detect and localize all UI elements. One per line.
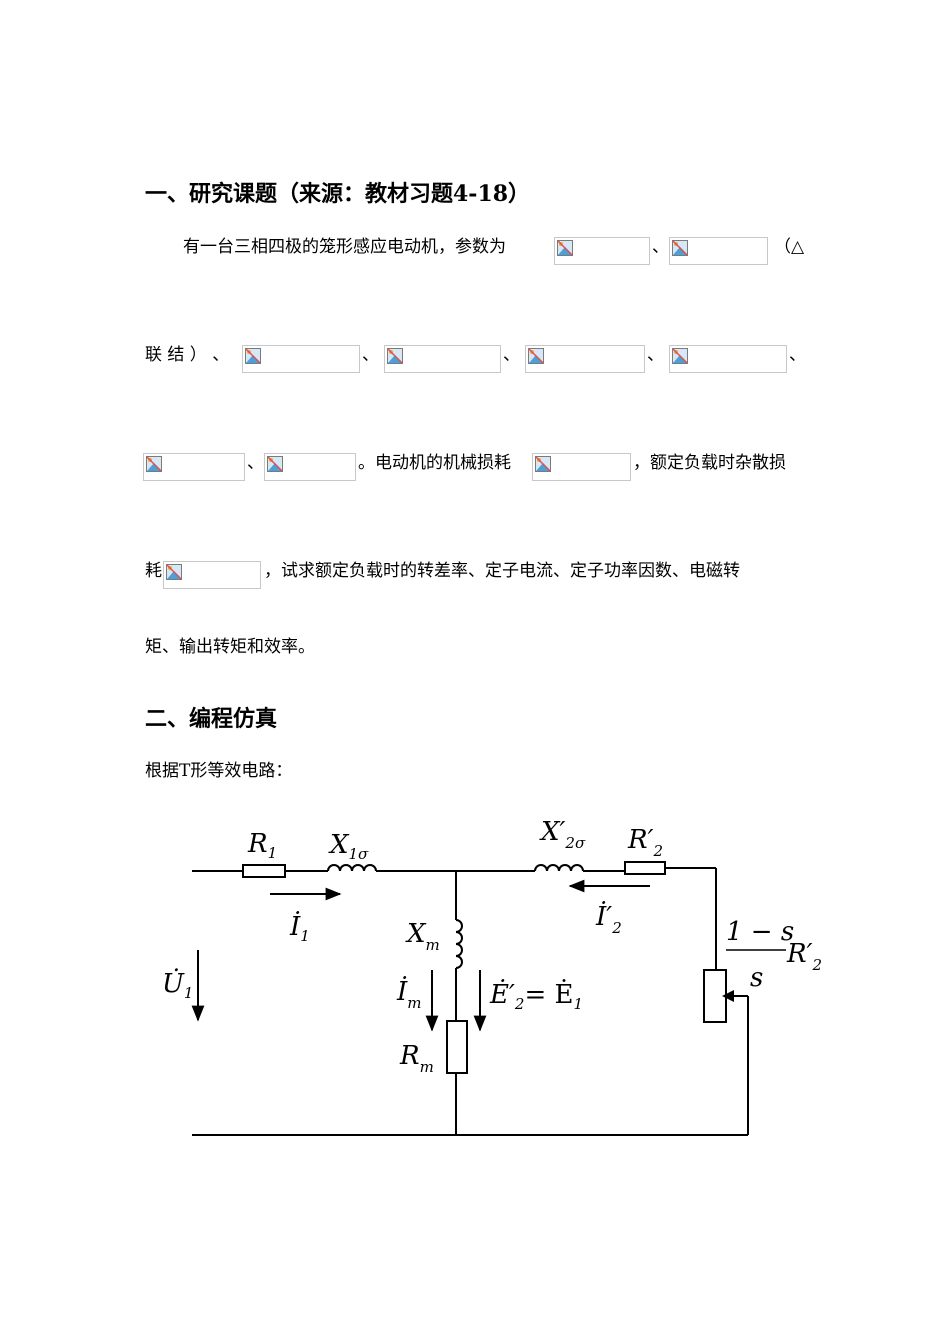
label-r2: R′2: [627, 825, 663, 860]
separator: 、: [652, 237, 669, 257]
broken-image-icon: [528, 348, 544, 364]
broken-image-icon: [166, 564, 182, 580]
separator: 、: [247, 453, 264, 473]
formula-placeholder-8: [264, 453, 356, 481]
separator: 、: [647, 345, 664, 365]
problem-text-line5: 矩、输出转矩和效率。: [145, 637, 315, 657]
section1-heading: 一、研究课题（来源：教材习题4-18）: [145, 181, 531, 207]
label-xm: Xm: [405, 919, 440, 954]
label-im: İm: [396, 976, 422, 1012]
formula-placeholder-10: [163, 561, 261, 589]
problem-text-line3-mid: 。电动机的机械损耗: [358, 453, 511, 473]
label-load-numerator: 1 − s: [726, 917, 794, 947]
problem-text-line3-tail: ，额定负载时杂散损: [633, 453, 786, 473]
formula-placeholder-6: [669, 345, 787, 373]
rm-resistor: [446, 1020, 468, 1074]
broken-image-icon: [387, 348, 403, 364]
formula-placeholder-7: [143, 453, 245, 481]
xm-inductor: [455, 919, 463, 969]
x1-inductor: [327, 864, 377, 872]
section2-intro: 根据T形等效电路：: [145, 761, 293, 781]
broken-image-icon: [267, 456, 283, 472]
label-x1: X1σ: [328, 830, 369, 863]
broken-image-icon: [672, 348, 688, 364]
problem-text-line4-tail: ，试求额定负载时的转差率、定子电流、定子功率因数、电磁转: [264, 561, 740, 581]
problem-text-line2-head: 联 结 ） 、: [145, 345, 230, 365]
separator: 、: [503, 345, 520, 365]
label-load-denominator: s: [750, 963, 763, 993]
problem-text-line4-head: 耗: [145, 561, 162, 581]
label-x2: X′2σ: [539, 817, 586, 852]
label-load-r: R′2: [786, 939, 822, 974]
broken-image-icon: [672, 240, 688, 256]
separator: 、: [362, 345, 379, 365]
broken-image-icon: [245, 348, 261, 364]
separator: 、: [789, 345, 806, 365]
label-rm: Rm: [399, 1041, 434, 1076]
label-i1: İ1: [289, 911, 310, 945]
label-u1: U̇1: [162, 968, 193, 1002]
formula-placeholder-9: [532, 453, 631, 481]
formula-placeholder-5: [525, 345, 645, 373]
formula-placeholder-3: [242, 345, 360, 373]
formula-placeholder-1: [554, 237, 650, 265]
r2-resistor: [624, 861, 666, 875]
label-i2: İ′2: [595, 901, 622, 937]
broken-image-icon: [557, 240, 573, 256]
section2-heading: 二、编程仿真: [145, 706, 278, 732]
broken-image-icon: [146, 456, 162, 472]
label-r1: R1: [247, 829, 277, 862]
problem-text-line1-tail: （△: [774, 237, 805, 257]
problem-text-line1: 有一台三相四极的笼形感应电动机，参数为: [183, 237, 506, 257]
broken-image-icon: [535, 456, 551, 472]
label-e: Ė′2= Ė1: [489, 979, 583, 1013]
x2-inductor: [534, 864, 584, 872]
r1-resistor: [242, 864, 286, 878]
formula-placeholder-2: [669, 237, 768, 265]
formula-placeholder-4: [384, 345, 501, 373]
